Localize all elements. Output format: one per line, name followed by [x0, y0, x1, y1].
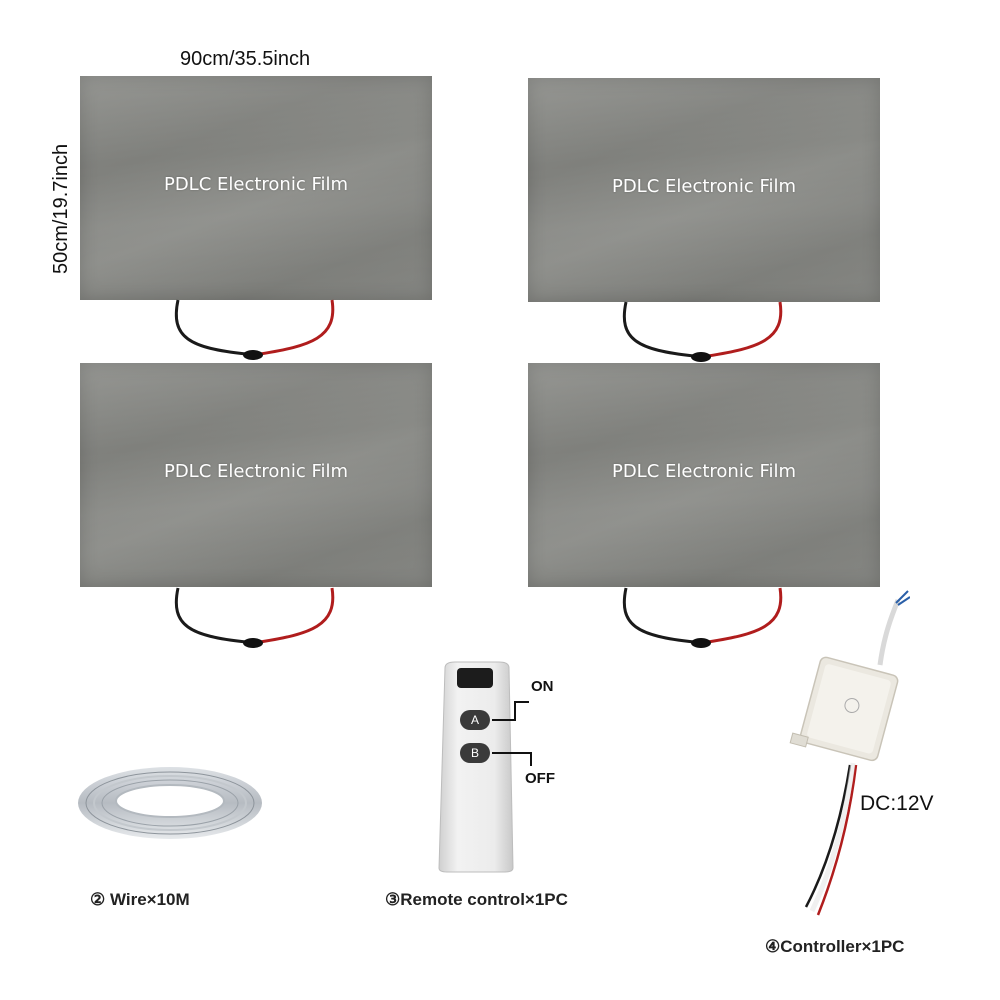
controller-caption: ④Controller×1PC: [765, 937, 905, 956]
height-dimension-label: 50cm/19.7inch: [50, 143, 72, 274]
film-cable-2: [622, 301, 783, 362]
film-cable-1: [174, 299, 335, 360]
wire-caption: ② Wire×10M: [90, 890, 190, 909]
film-label: PDLC Electronic Film: [611, 176, 797, 197]
pdlc-film-panel-4: PDLC Electronic Film: [528, 363, 880, 587]
film-label: PDLC Electronic Film: [163, 174, 349, 195]
film-label: PDLC Electronic Film: [163, 461, 349, 482]
remote-button-a[interactable]: A: [460, 710, 490, 730]
voltage-label: DC:12V: [860, 792, 934, 815]
remote-button-b[interactable]: B: [460, 743, 490, 763]
width-dimension-label: 90cm/35.5inch: [180, 48, 311, 70]
film-label: PDLC Electronic Film: [611, 461, 797, 482]
on-label: ON: [531, 678, 554, 695]
film-cable-3: [174, 587, 335, 648]
pdlc-film-panel-1: PDLC Electronic Film: [80, 76, 432, 300]
off-label: OFF: [525, 770, 555, 787]
pdlc-film-panel-3: PDLC Electronic Film: [80, 363, 432, 587]
pdlc-film-panel-2: PDLC Electronic Film: [528, 78, 880, 302]
remote-control: [438, 661, 532, 873]
controller-device: [789, 590, 910, 916]
wire-coil-icon: [78, 767, 262, 839]
remote-caption: ③Remote control×1PC: [385, 890, 568, 909]
film-cable-4: [622, 587, 783, 648]
